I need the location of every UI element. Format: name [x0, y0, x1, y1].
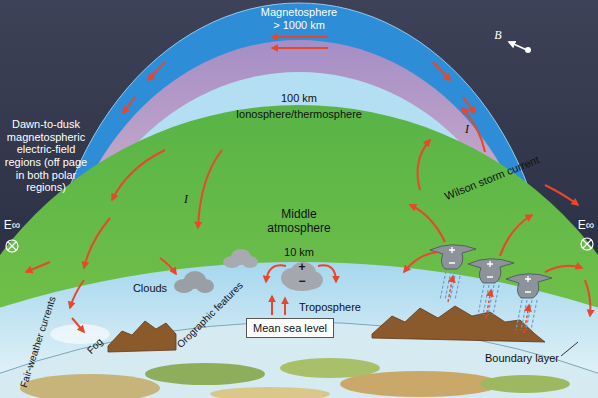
current-arrow	[404, 252, 438, 272]
thunderstorm-cloud	[430, 245, 476, 269]
current-arrow	[272, 36, 328, 38]
layer-label: Ionosphere/thermosphere	[236, 108, 362, 121]
field-vector	[509, 42, 527, 50]
cloud	[223, 249, 258, 268]
current-arrow	[272, 47, 328, 49]
current-arrow	[160, 258, 176, 274]
box-text: Mean sea level	[247, 322, 333, 335]
land-patch	[480, 375, 570, 393]
storm-clouds	[430, 245, 552, 298]
altitude-label: > 1000 km	[273, 19, 325, 32]
layer-label: Middle atmosphere	[263, 208, 335, 236]
current-symbol: I	[184, 193, 188, 207]
current-arrow	[271, 296, 273, 315]
current-arrow	[545, 185, 578, 205]
current-arrow	[585, 280, 590, 316]
current-arrows	[26, 37, 590, 332]
altitude-label: 10 km	[284, 246, 314, 259]
cloud-part	[242, 256, 258, 268]
rain-streaks	[478, 285, 499, 315]
charge-sign: −	[298, 275, 305, 289]
charge-symbol	[449, 247, 455, 263]
cloud	[174, 271, 214, 293]
troposphere-band	[0, 262, 598, 398]
charged-cloud	[281, 262, 323, 291]
current-arrow	[462, 108, 485, 152]
land-patch	[145, 363, 265, 385]
field-dot	[525, 47, 531, 53]
land-patch	[340, 371, 500, 397]
current-arrow	[26, 262, 50, 272]
current-arrow	[112, 150, 165, 200]
current-arrow	[70, 280, 84, 308]
current-arrow	[72, 318, 84, 332]
current-arrow	[500, 215, 532, 256]
current-arrow	[318, 265, 336, 282]
cross-mark	[583, 240, 591, 248]
charge-symbol	[525, 276, 531, 292]
current-label: Wilson storm current	[443, 153, 541, 203]
current-arrow	[148, 62, 165, 80]
land-patch	[20, 374, 160, 398]
current-arrow	[266, 265, 286, 282]
storm-charges	[449, 247, 531, 292]
feature-label: Fog	[85, 336, 105, 356]
current-arrow	[410, 205, 445, 242]
earth-land	[20, 358, 570, 398]
field-symbol: E∞	[578, 219, 595, 233]
cross-circle	[6, 240, 18, 252]
current-arrow	[418, 140, 430, 190]
land-patch	[210, 387, 330, 398]
altitude-label: 100 km	[281, 92, 317, 105]
field-symbol: E∞	[4, 219, 21, 233]
region-note: Dawn-to-dusk magnetospheric electric-fie…	[2, 118, 90, 194]
current-arrow	[448, 276, 453, 302]
current-symbol: I	[465, 123, 469, 137]
feature-label: Clouds	[133, 282, 167, 295]
layer-label: Magnetosphere	[261, 6, 337, 19]
current-arrow	[284, 298, 286, 315]
current-arrow	[123, 97, 135, 113]
mountain-range	[372, 306, 545, 342]
current-label: Fair-weather currents	[18, 295, 58, 389]
feature-label: Orographic features	[175, 280, 246, 351]
cross-mark	[8, 242, 16, 250]
sea-level-box: Mean sea level	[246, 318, 334, 338]
current-arrow	[545, 266, 582, 272]
feature-label: Boundary layer	[485, 352, 559, 365]
field-symbol: B	[494, 29, 501, 43]
current-arrow	[524, 305, 529, 333]
current-arrow	[198, 150, 222, 228]
current-arrow	[433, 62, 450, 80]
leader-line	[561, 342, 578, 356]
current-arrow	[486, 290, 491, 318]
cloud-part	[196, 279, 214, 293]
upward-currents	[448, 276, 529, 333]
mountain-range	[108, 321, 176, 352]
charge-sign: +	[298, 261, 305, 275]
rain-streaks	[516, 300, 537, 330]
current-arrow	[84, 218, 110, 268]
charge-symbol	[487, 261, 493, 277]
cross-circle	[581, 238, 593, 250]
thunderstorm-cloud	[506, 274, 552, 298]
layer-label: Troposphere	[299, 301, 361, 314]
